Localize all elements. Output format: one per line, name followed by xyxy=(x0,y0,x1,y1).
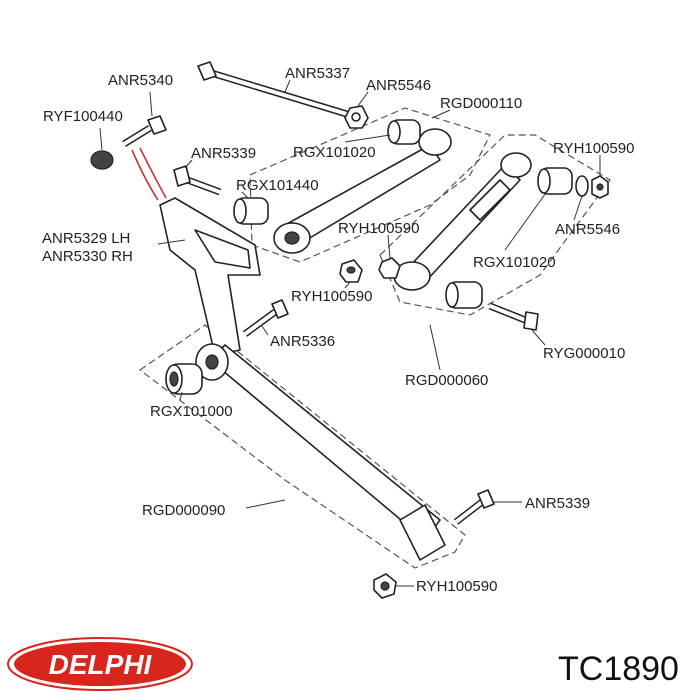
bushing-ryf100440 xyxy=(90,150,114,170)
bushing-rgx101440 xyxy=(233,197,269,225)
leader-rgd000060 xyxy=(429,324,441,371)
label-anr5336: ANR5336 xyxy=(270,333,335,350)
hose-red-line-2 xyxy=(139,147,167,199)
bolt-anr5340 xyxy=(122,115,167,147)
leader-ryg000010 xyxy=(531,329,546,346)
bolt-anr5339-bottom xyxy=(453,489,495,525)
group-outline-rgd000090 xyxy=(138,324,466,569)
leader-anr5336 xyxy=(261,325,269,336)
nut-ryh100590-mid xyxy=(378,257,401,279)
label-rgd000060: RGD000060 xyxy=(405,372,488,389)
label-rgx101000: RGX101000 xyxy=(150,403,233,420)
leader-rgd000090 xyxy=(245,499,286,509)
label-rgd000110: RGD000110 xyxy=(440,95,522,112)
washer-anr5546-right xyxy=(575,175,589,197)
leader-anr5337 xyxy=(284,79,291,93)
leader-rgx101000 xyxy=(179,391,183,401)
group-outline-rgd000060 xyxy=(379,134,611,316)
label-ryh100590-mid: RYH100590 xyxy=(338,220,419,237)
label-rgx101020-top: RGX101020 xyxy=(293,144,376,161)
label-anr5330: ANR5330 RH xyxy=(42,248,133,265)
leader-rgx101440 xyxy=(241,191,249,199)
hose-red-line xyxy=(131,149,159,201)
adjustable-link-rgd000060 xyxy=(393,152,532,291)
nut-anr5546-top xyxy=(344,105,369,129)
leader-anr5340 xyxy=(149,91,153,117)
bushing-rgx101000 xyxy=(165,363,203,395)
delphi-logo-badge xyxy=(14,642,186,686)
bushing-rgx101020-top xyxy=(387,119,421,145)
part-code: TC1890 xyxy=(558,650,679,688)
leader-rgx101020-top xyxy=(344,134,391,143)
delphi-logo-outer-ring xyxy=(7,637,193,691)
label-anr5546-right: ANR5546 xyxy=(555,221,620,238)
label-ryh100590-right: RYH100590 xyxy=(553,140,634,157)
upper-link-rgd000110 xyxy=(273,128,452,254)
long-bolt-anr5337 xyxy=(197,61,362,122)
label-rgd000090: RGD000090 xyxy=(142,502,225,519)
delphi-logo-text: DELPHI xyxy=(49,649,153,680)
delphi-logo: DELPHI xyxy=(7,637,193,691)
label-anr5329: ANR5329 LH xyxy=(42,230,130,247)
bolt-ryg000010 xyxy=(488,302,539,331)
label-anr5337: ANR5337 xyxy=(285,65,350,82)
bracket-anr5329-anr5330 xyxy=(159,197,261,356)
leader-anr5546-right xyxy=(573,195,583,221)
lower-arm-rgd000090 xyxy=(195,343,446,561)
bolt-anr5339-top xyxy=(173,165,222,196)
leader-rgx101020-mid xyxy=(504,189,549,251)
label-rgx101020-mid: RGX101020 xyxy=(473,254,556,271)
label-ryh100590-bottom: RYH100590 xyxy=(416,578,497,595)
bolt-anr5336 xyxy=(242,299,289,337)
nut-ryh100590-low xyxy=(339,259,363,283)
leader-ryh100590-mid xyxy=(387,234,391,259)
label-anr5339-bottom: ANR5339 xyxy=(525,495,590,512)
nut-ryh100590-bottom xyxy=(373,573,397,599)
label-ryf100440: RYF100440 xyxy=(43,108,123,125)
leader-anr5329 xyxy=(157,239,186,245)
label-anr5546-top: ANR5546 xyxy=(366,77,431,94)
nut-ryh100590-right xyxy=(591,175,609,199)
leader-anr5339-top xyxy=(184,159,193,169)
bushing-rgx101020-lower xyxy=(445,281,483,309)
bushing-rgx101020-right xyxy=(537,167,573,195)
leader-rgd000110 xyxy=(431,109,451,119)
label-rgx101440: RGX101440 xyxy=(236,177,319,194)
label-ryh100590-low: RYH100590 xyxy=(291,288,372,305)
label-ryg000010: RYG000010 xyxy=(543,345,625,362)
leader-ryf100440 xyxy=(99,127,103,151)
label-anr5339-top: ANR5339 xyxy=(191,145,256,162)
label-anr5340: ANR5340 xyxy=(108,72,173,89)
leader-ryh100590-low xyxy=(344,281,351,289)
leader-anr5546-top xyxy=(357,91,369,107)
